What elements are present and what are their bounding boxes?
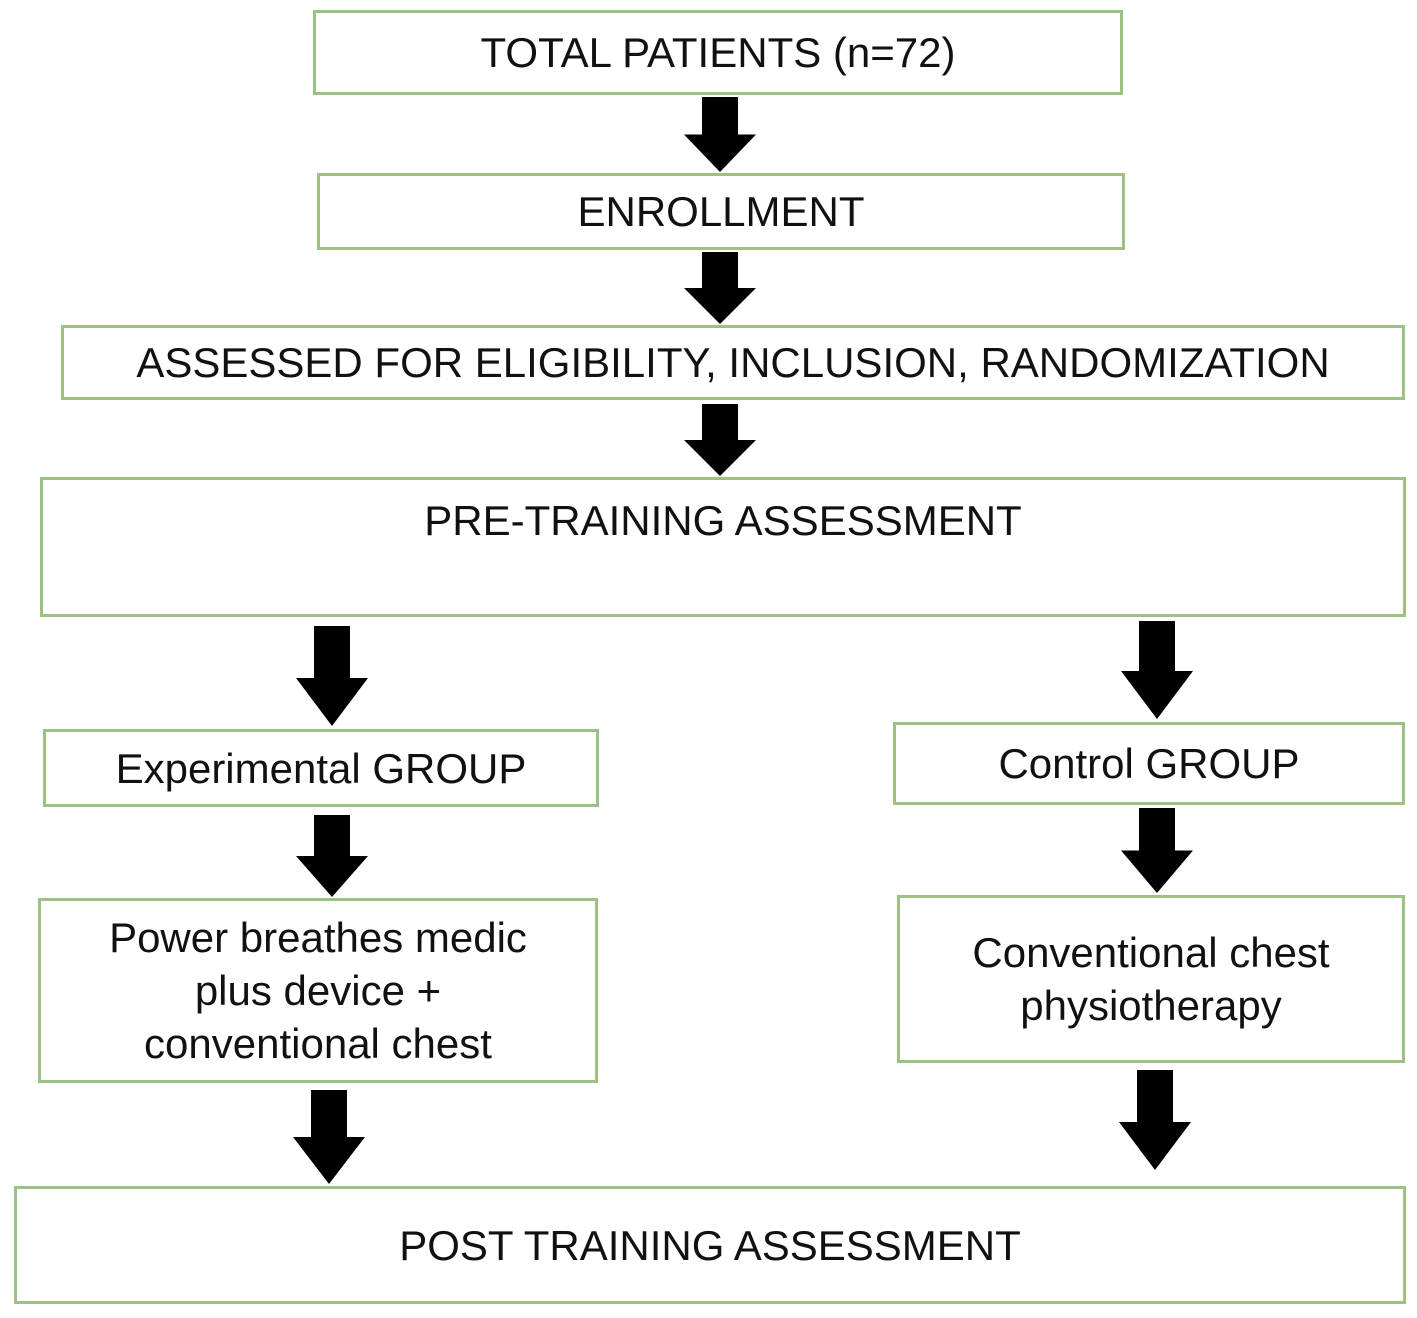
node-control-intervention: Conventional chest physiotherapy xyxy=(897,895,1405,1063)
arrow-control-intervention-to-post-training xyxy=(1119,1070,1191,1170)
node-enrollment: ENROLLMENT xyxy=(317,173,1125,250)
node-pre-training-assessment-label: PRE-TRAINING ASSESSMENT xyxy=(424,497,1022,544)
node-experimental-intervention: Power breathes medic plus device + conve… xyxy=(38,898,598,1083)
node-assessed-eligibility: ASSESSED FOR ELIGIBILITY, INCLUSION, RAN… xyxy=(61,325,1405,400)
node-control-intervention-label: Conventional chest physiotherapy xyxy=(972,929,1330,1029)
node-post-training-assessment-label: POST TRAINING ASSESSMENT xyxy=(399,1221,1021,1269)
arrow-pre-training-to-experimental-group xyxy=(296,626,368,726)
arrow-experimental-group-to-experimental-intervention xyxy=(296,815,368,897)
arrow-assessed-to-pre-training xyxy=(684,404,756,476)
arrow-pre-training-to-control-group xyxy=(1121,621,1193,719)
node-post-training-assessment: POST TRAINING ASSESSMENT xyxy=(14,1186,1406,1304)
node-control-group: Control GROUP xyxy=(893,722,1405,805)
node-total-patients-label: TOTAL PATIENTS (n=72) xyxy=(480,29,956,76)
node-control-group-label: Control GROUP xyxy=(998,740,1300,787)
arrow-experimental-intervention-to-post-training xyxy=(293,1090,365,1184)
arrow-enrollment-to-assessed xyxy=(684,252,756,324)
node-experimental-group-label: Experimental GROUP xyxy=(115,744,527,792)
arrow-control-group-to-control-intervention xyxy=(1121,808,1193,893)
node-enrollment-label: ENROLLMENT xyxy=(577,188,865,235)
node-experimental-group: Experimental GROUP xyxy=(43,729,599,807)
node-assessed-eligibility-label: ASSESSED FOR ELIGIBILITY, INCLUSION, RAN… xyxy=(136,339,1330,386)
node-total-patients: TOTAL PATIENTS (n=72) xyxy=(313,10,1123,95)
arrow-total-to-enrollment xyxy=(684,97,756,172)
node-experimental-intervention-label: Power breathes medic plus device + conve… xyxy=(109,914,527,1067)
node-pre-training-assessment: PRE-TRAINING ASSESSMENT xyxy=(40,477,1406,617)
